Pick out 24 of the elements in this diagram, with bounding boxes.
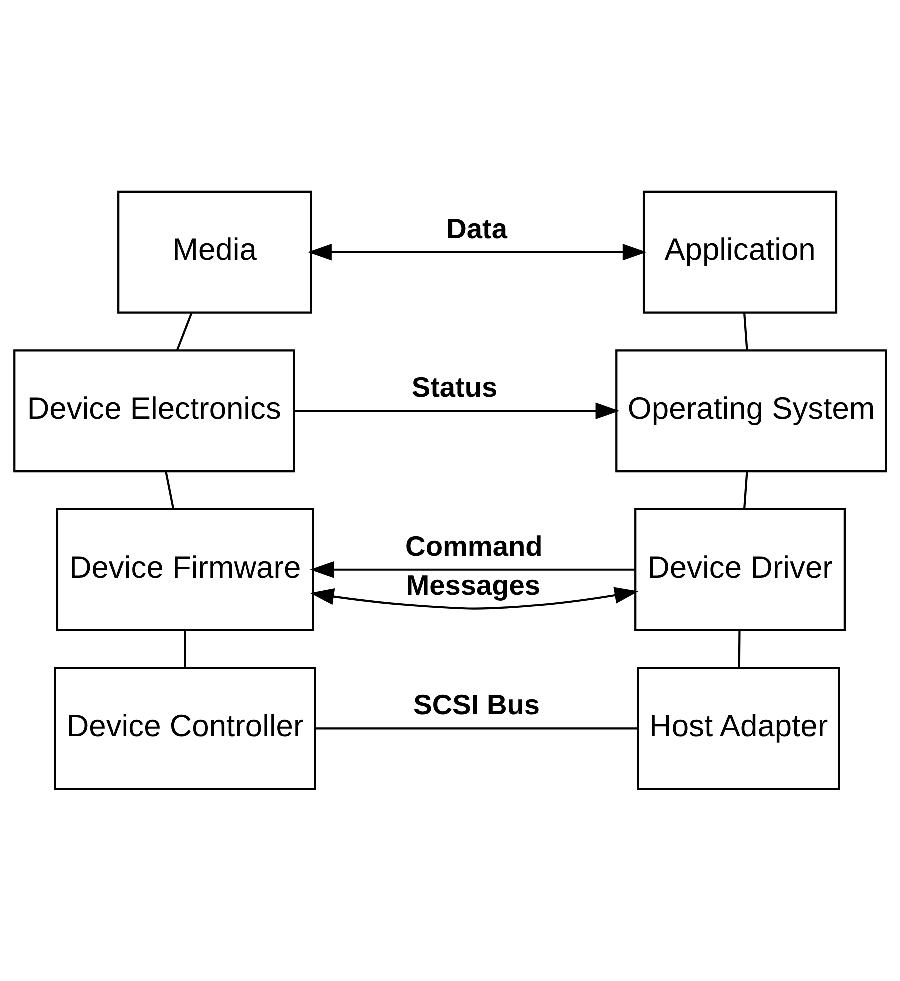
edge-label: SCSI Bus bbox=[413, 690, 540, 721]
arrow bbox=[310, 587, 638, 610]
connector bbox=[315, 728, 638, 730]
edge-label: Command bbox=[405, 530, 542, 562]
connector bbox=[184, 630, 186, 668]
connector bbox=[738, 630, 740, 668]
connector bbox=[164, 472, 174, 510]
connector bbox=[743, 313, 748, 351]
node-box: Device Controller bbox=[54, 667, 316, 790]
node-box: Device Driver bbox=[634, 508, 846, 632]
edge-label: Status bbox=[411, 372, 498, 404]
edge-label: Data bbox=[446, 213, 507, 244]
node-box: Media bbox=[117, 190, 312, 314]
node-box: Device Electronics bbox=[13, 350, 295, 473]
arrow bbox=[294, 402, 620, 420]
connector bbox=[743, 472, 748, 510]
node-box: Device Firmware bbox=[56, 508, 314, 632]
arrow bbox=[308, 244, 646, 261]
node-box: Host Adapter bbox=[636, 667, 840, 790]
connector bbox=[176, 312, 192, 351]
edge-label: Messages bbox=[406, 570, 540, 602]
arrow bbox=[310, 562, 635, 578]
node-box: Operating System bbox=[615, 350, 887, 473]
node-box: Application bbox=[642, 190, 838, 314]
